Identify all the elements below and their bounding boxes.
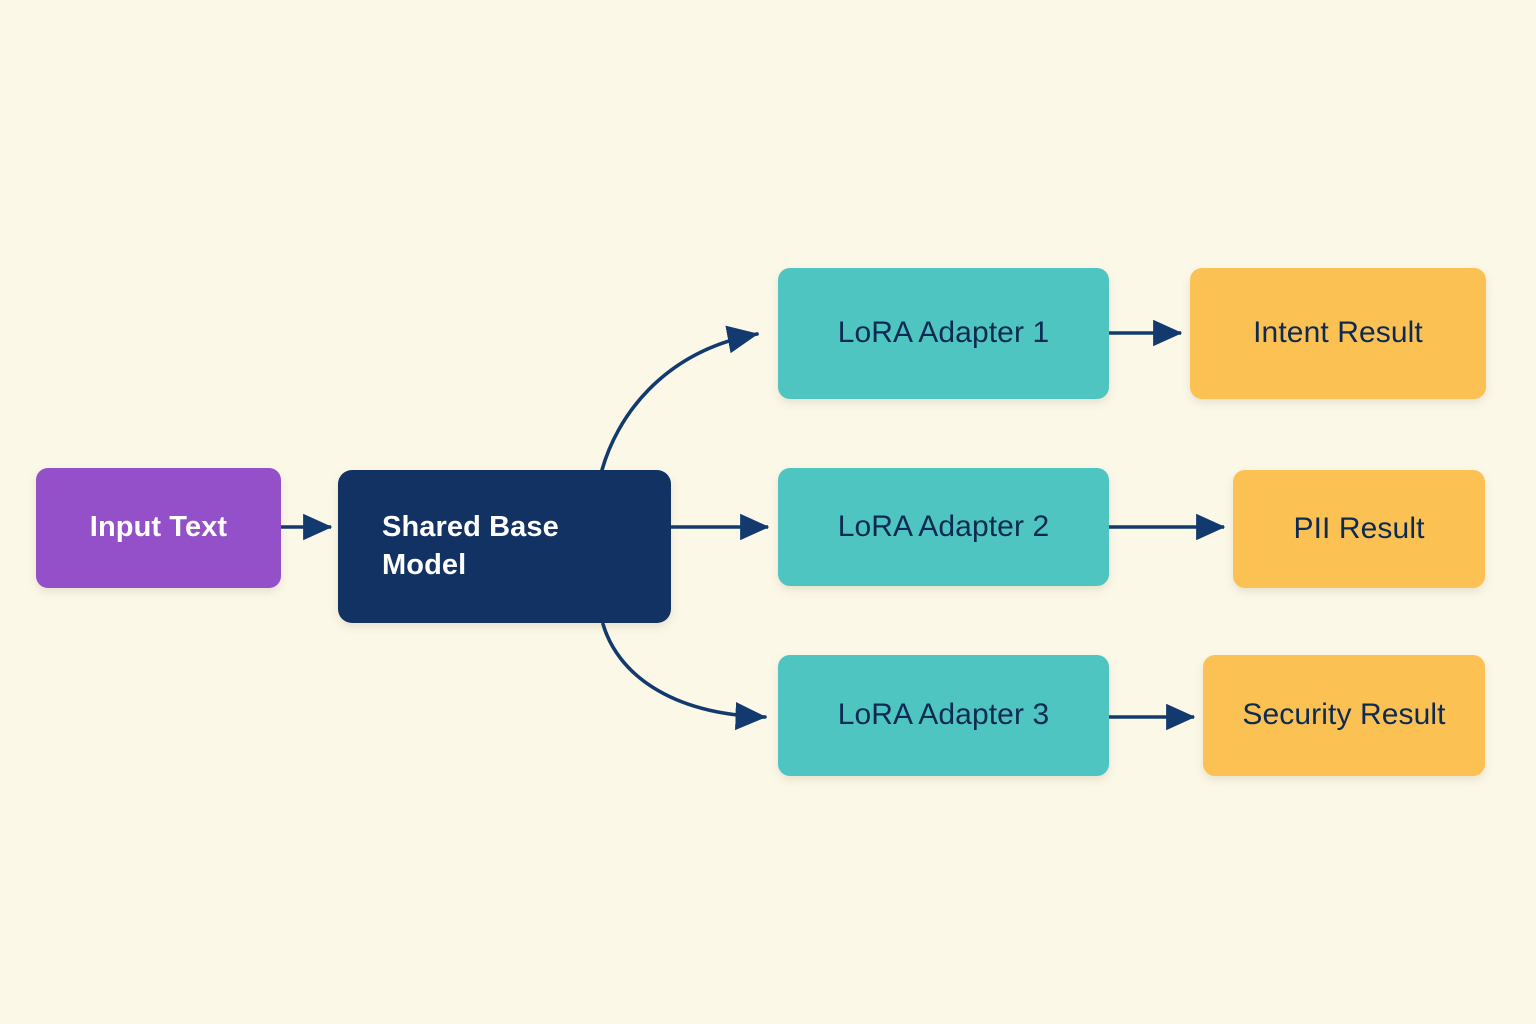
node-lora-adapter-3[interactable]: LoRA Adapter 3	[778, 655, 1109, 776]
node-input-text[interactable]: Input Text	[36, 468, 281, 588]
node-shared-base-model-label: Shared Base Model	[382, 511, 559, 581]
node-lora-adapter-2-label: LoRA Adapter 2	[837, 509, 1050, 543]
node-shared-base-model[interactable]: Shared Base Model	[338, 470, 671, 623]
edge-base-model-to-adapter-1	[600, 325, 759, 472]
node-input-text-label: Input Text	[89, 511, 228, 544]
node-intent-result[interactable]: Intent Result	[1190, 268, 1486, 399]
node-intent-result-label: Intent Result	[1253, 316, 1423, 350]
node-pii-result-label: PII Result	[1293, 511, 1425, 545]
node-lora-adapter-3-label: LoRA Adapter 3	[837, 698, 1050, 732]
node-lora-adapter-1-label: LoRA Adapter 1	[837, 316, 1050, 350]
node-security-result-label: Security Result	[1242, 698, 1446, 732]
node-security-result[interactable]: Security Result	[1203, 655, 1485, 776]
edge-base-model-to-adapter-3	[601, 622, 767, 731]
node-lora-adapter-1[interactable]: LoRA Adapter 1	[778, 268, 1109, 399]
node-lora-adapter-2[interactable]: LoRA Adapter 2	[778, 468, 1109, 586]
node-pii-result[interactable]: PII Result	[1233, 470, 1485, 588]
